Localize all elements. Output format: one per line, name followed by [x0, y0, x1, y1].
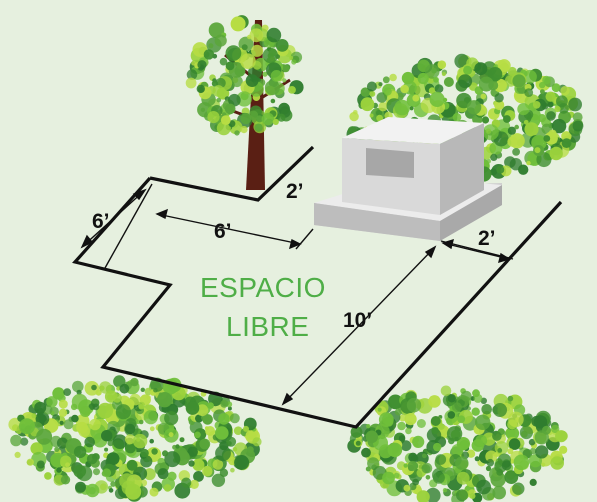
area-label-line1: ESPACIO [200, 272, 326, 303]
dim-setback-top: 2’ [286, 180, 304, 203]
monument [314, 117, 502, 241]
shrub-bottom-right [347, 385, 568, 502]
dim-left-depth: 6’ [92, 210, 110, 233]
tree [185, 15, 304, 190]
monument-top [342, 117, 484, 144]
tree-foliage [185, 15, 304, 136]
dim-setback-right: 2’ [478, 227, 496, 250]
monument-plaque [366, 148, 414, 178]
area-label-line2: LIBRE [226, 311, 309, 342]
dim-inner-width: 6’ [214, 220, 232, 243]
shrub-bottom-left [8, 375, 262, 502]
dimension-lines [80, 183, 514, 406]
plot-outline [72, 145, 563, 429]
dim-length: 10’ [343, 309, 372, 332]
